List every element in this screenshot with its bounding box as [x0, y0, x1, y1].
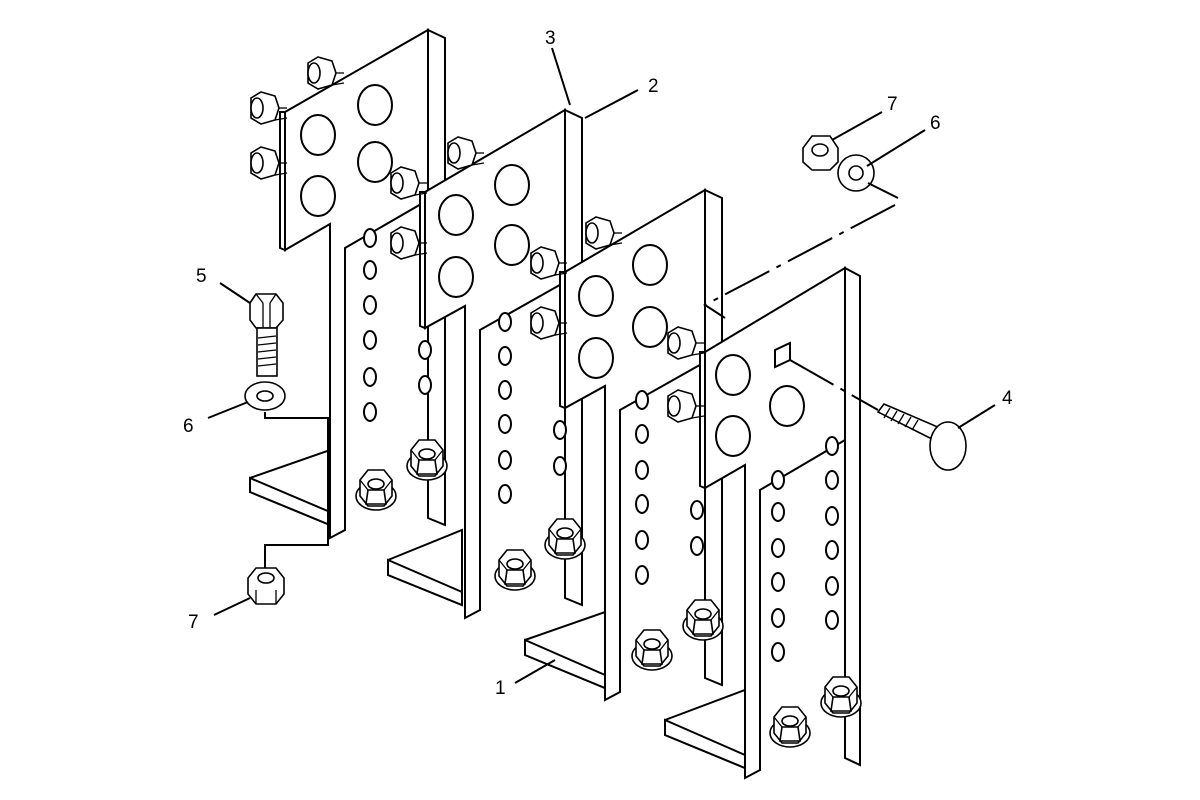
- hex-nut-icon: [247, 567, 285, 605]
- callout-6-left: 6: [183, 416, 194, 437]
- callout-6-right: 6: [930, 113, 941, 134]
- flat-washer-icon: [837, 154, 875, 192]
- hex-bolt-icon: [249, 293, 284, 377]
- callout-4: 4: [1002, 388, 1013, 409]
- bus-bar-assembly-front: [664, 266, 862, 780]
- leader-lines: [207, 47, 996, 684]
- bus-bar-assembly-second: [387, 108, 586, 620]
- callout-7-right: 7: [887, 94, 898, 115]
- assembly-path-lines: [264, 182, 899, 568]
- flat-washer-icon: [244, 381, 286, 411]
- carriage-bolt-icon: [876, 403, 967, 471]
- callout-1: 1: [495, 678, 506, 699]
- bus-bar-assembly-third: [524, 188, 724, 702]
- callout-5: 5: [196, 266, 207, 287]
- bus-bar-assembly-rear: [249, 28, 448, 540]
- hex-nut-icon: [802, 135, 839, 171]
- callout-2: 2: [648, 76, 659, 97]
- callout-7-left: 7: [188, 612, 199, 633]
- callout-3: 3: [545, 28, 556, 49]
